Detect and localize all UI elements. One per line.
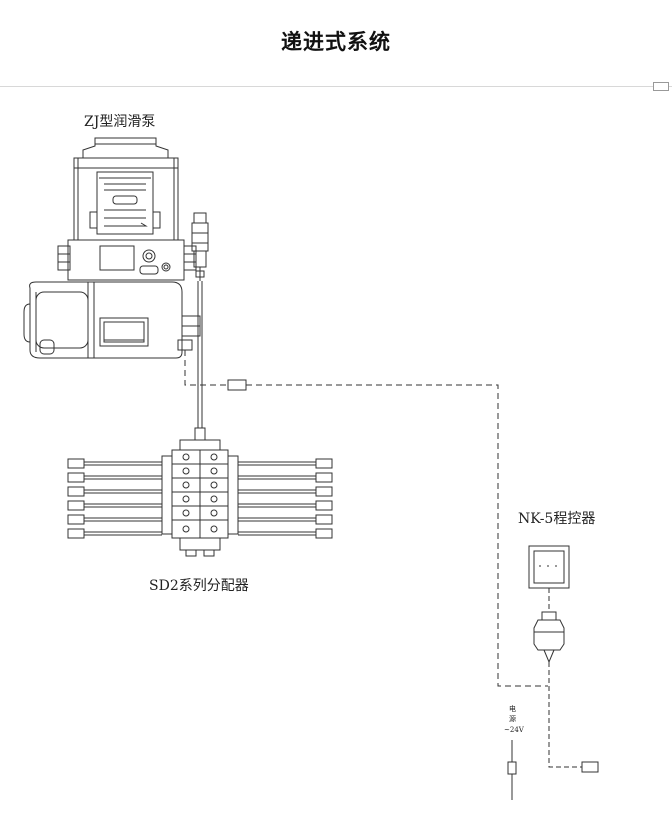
power-supply xyxy=(507,740,517,800)
header-divider xyxy=(0,86,672,87)
main-supply-pipe xyxy=(194,281,206,441)
nk5-controller xyxy=(528,545,599,773)
lubrication-pump xyxy=(23,137,209,359)
power-label-line3: ~24V xyxy=(504,726,525,734)
controller-label: NK-5程控器 xyxy=(518,511,595,527)
cable-connector xyxy=(227,379,247,391)
distributor-block xyxy=(161,439,239,557)
page-title: 递进式系统 xyxy=(281,30,391,54)
power-label-line1: 电 xyxy=(509,704,516,713)
power-label-line2: 源 xyxy=(509,714,516,723)
distributor-label: SD2系列分配器 xyxy=(149,578,249,594)
distributor-outlets-right xyxy=(238,458,333,539)
signal-cable xyxy=(184,350,548,687)
corner-toggle-icon[interactable] xyxy=(653,82,669,91)
pump-label: ZJ型润滑泵 xyxy=(84,113,155,130)
distributor-outlets-left xyxy=(67,458,162,539)
